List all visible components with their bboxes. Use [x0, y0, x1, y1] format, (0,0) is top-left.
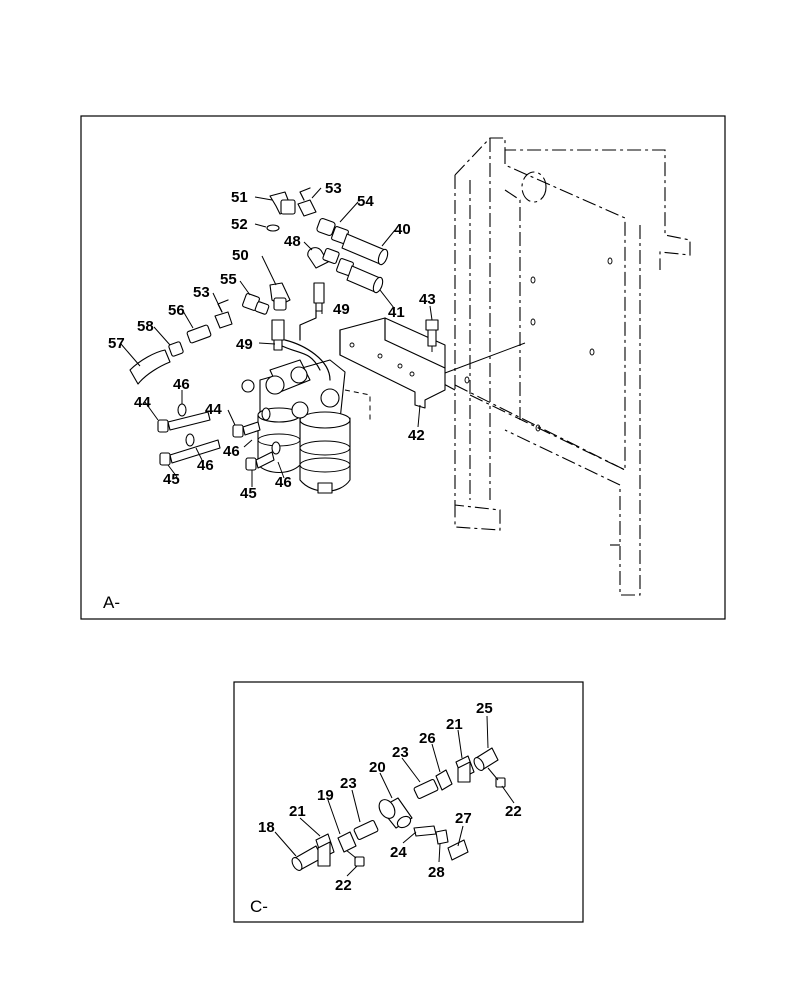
- callout: 40: [394, 221, 411, 238]
- callout: 46: [223, 443, 240, 460]
- callout: 43: [419, 291, 436, 308]
- bolts-washers: [157, 403, 281, 471]
- view-c-label: C-: [250, 897, 268, 916]
- callout: 46: [275, 474, 292, 491]
- callout: 56: [168, 302, 185, 319]
- upper-fittings: [266, 187, 389, 294]
- view-c-leaders: [274, 715, 515, 877]
- view-c-parts: [291, 747, 506, 871]
- view-c-callouts: 25 21 26 23 20 22 23 19 21 27 18 24 28 2…: [258, 700, 522, 894]
- view-a: 51 53 52 54 40 48 50 55 49 41 53 56 43 5…: [80, 115, 726, 620]
- view-c: 25 21 26 23 20 22 23 19 21 27 18 24 28 2…: [233, 681, 584, 923]
- callout: 48: [284, 233, 301, 250]
- callout: 45: [240, 485, 257, 502]
- view-a-label: A-: [103, 593, 120, 612]
- view-a-leaders: [120, 187, 433, 487]
- filter-assembly: [241, 309, 371, 494]
- view-a-frame: [80, 115, 726, 620]
- callout: 21: [446, 716, 463, 733]
- callout: 58: [137, 318, 154, 335]
- cab-frame-phantom: [439, 137, 691, 596]
- callout: 49: [333, 301, 350, 318]
- view-a-callouts: 51 53 52 54 40 48 50 55 49 41 53 56 43 5…: [108, 180, 436, 502]
- callout: 54: [357, 193, 374, 210]
- callout: 19: [317, 787, 334, 804]
- callout: 50: [232, 247, 249, 264]
- callout: 53: [325, 180, 342, 197]
- middle-fittings: [129, 282, 325, 385]
- view-c-frame: [233, 681, 584, 923]
- callout: 52: [231, 216, 248, 233]
- callout: 41: [388, 304, 405, 321]
- callout: 27: [455, 810, 472, 827]
- callout: 21: [289, 803, 306, 820]
- callout: 55: [220, 271, 237, 288]
- callout: 26: [419, 730, 436, 747]
- callout: 22: [335, 877, 352, 894]
- callout: 46: [173, 376, 190, 393]
- callout: 28: [428, 864, 445, 881]
- callout: 53: [193, 284, 210, 301]
- bracket-42: [339, 317, 526, 409]
- callout: 51: [231, 189, 248, 206]
- callout: 23: [340, 775, 357, 792]
- callout: 57: [108, 335, 125, 352]
- callout: 44: [205, 401, 222, 418]
- callout: 23: [392, 744, 409, 761]
- callout: 22: [505, 803, 522, 820]
- callout: 42: [408, 427, 425, 444]
- callout: 18: [258, 819, 275, 836]
- callout: 20: [369, 759, 386, 776]
- callout: 46: [197, 457, 214, 474]
- callout: 44: [134, 394, 151, 411]
- callout: 45: [163, 471, 180, 488]
- callout: 24: [390, 844, 407, 861]
- callout: 25: [476, 700, 493, 717]
- callout: 49: [236, 336, 253, 353]
